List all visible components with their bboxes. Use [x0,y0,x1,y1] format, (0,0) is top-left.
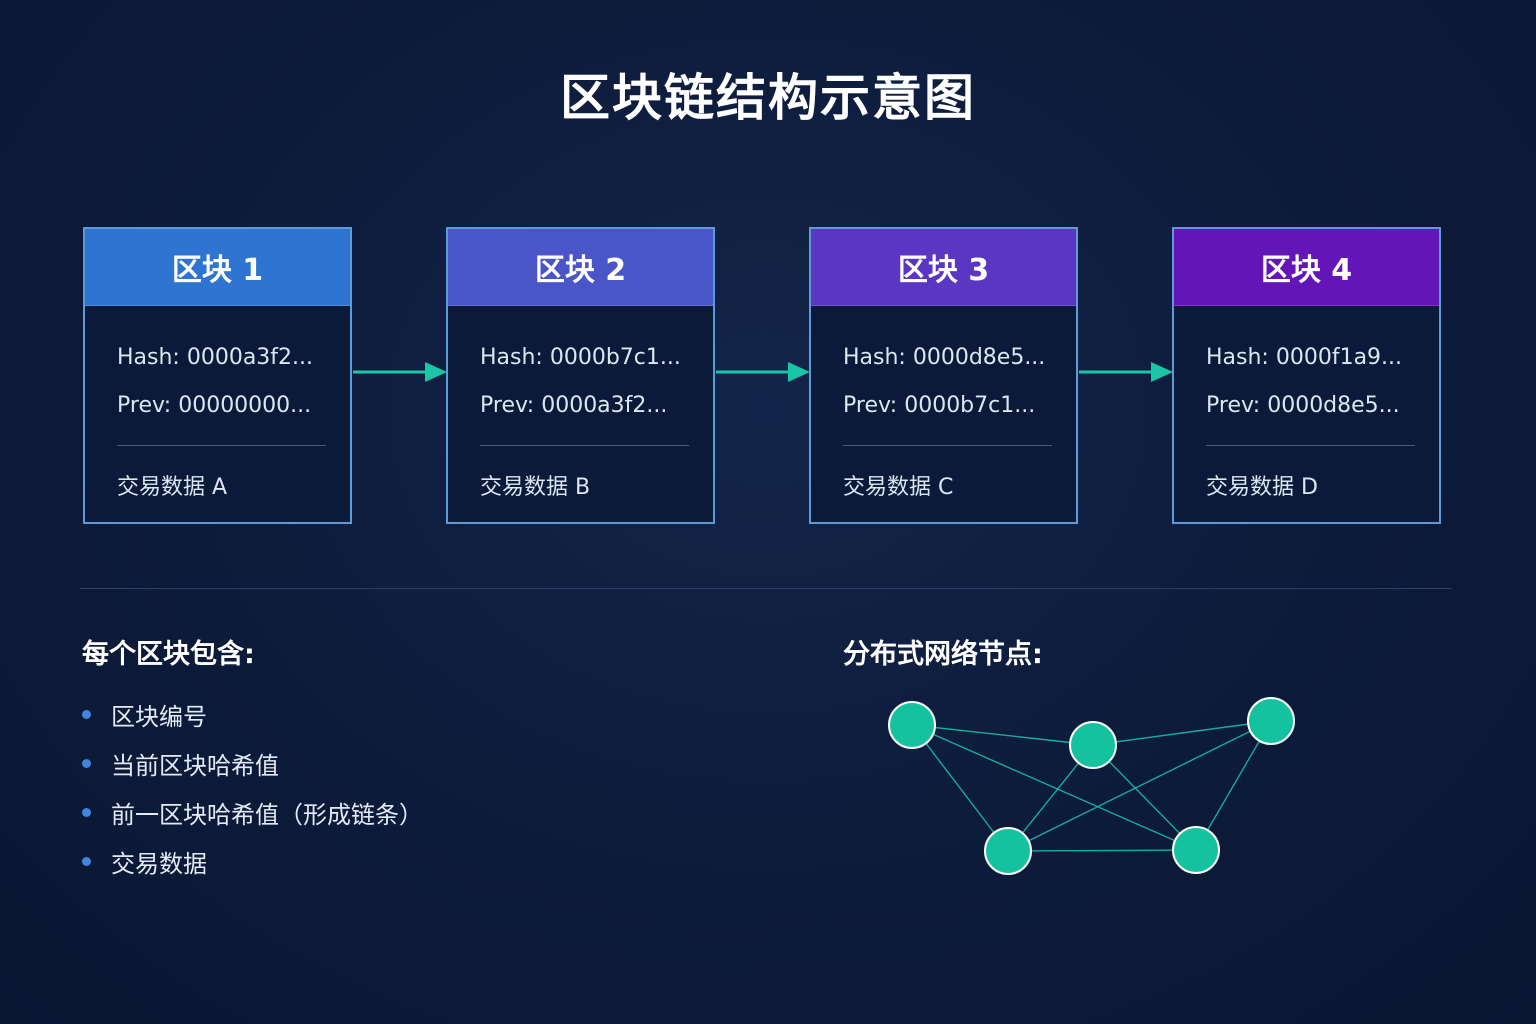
block-hash: Hash: 0000f1a9... [1206,345,1403,370]
block-prev-hash: Prev: 0000d8e5... [1206,393,1400,418]
block-prev-hash: Prev: 00000000... [117,393,312,418]
list-item-label: 当前区块哈希值 [111,752,279,780]
chain-arrow-1-2 [353,362,447,382]
block-1: 区块 1 Hash: 0000a3f2... Prev: 00000000...… [83,227,352,524]
block-transactions: 交易数据 B [480,475,591,500]
bullet-icon [82,857,91,866]
block-header: 区块 1 [85,229,350,306]
network-edge [911,724,1197,851]
network-graph [888,697,1295,875]
block-transactions: 交易数据 C [843,475,954,500]
list-item-label: 前一区块哈希值（形成链条） [111,801,423,829]
section-divider [80,588,1452,589]
block-hash: Hash: 0000d8e5... [843,345,1046,370]
bullet-icon [82,759,91,768]
block-3: 区块 3 Hash: 0000d8e5... Prev: 0000b7c1...… [809,227,1078,524]
network-edge [1092,720,1272,746]
list-item-label: 交易数据 [111,850,207,878]
block-2: 区块 2 Hash: 0000b7c1... Prev: 0000a3f2...… [446,227,715,524]
block-hash: Hash: 0000b7c1... [480,345,681,370]
block-divider [843,445,1052,446]
chain-arrow-2-3 [716,362,810,382]
block-divider [1206,445,1415,446]
network-heading: 分布式网络节点: [843,639,1043,670]
network-node [1069,721,1117,769]
network-node [1172,826,1220,874]
block-transactions: 交易数据 D [1206,475,1318,500]
page-title: 区块链结构示意图 [560,69,976,127]
bullet-icon [82,808,91,817]
features-heading: 每个区块包含: [82,639,255,670]
list-item: 交易数据 [82,837,423,886]
block-transactions: 交易数据 A [117,475,228,500]
list-item: 区块编号 [82,690,423,739]
network-edge [911,724,1009,852]
network-node [984,827,1032,875]
block-divider [117,445,326,446]
bullet-icon [82,710,91,719]
block-header: 区块 4 [1174,229,1439,306]
network-edge [1007,720,1272,852]
list-item-label: 区块编号 [111,703,207,731]
features-list: 区块编号 当前区块哈希值 前一区块哈希值（形成链条） 交易数据 [82,690,423,886]
network-edge [1092,744,1197,851]
block-header: 区块 3 [811,229,1076,306]
list-item: 前一区块哈希值（形成链条） [82,788,423,837]
network-node [888,701,936,749]
block-header: 区块 2 [448,229,713,306]
network-node [1247,697,1295,745]
network-edge [1007,849,1197,852]
block-divider [480,445,689,446]
list-item: 当前区块哈希值 [82,739,423,788]
network-edge [911,724,1094,746]
network-edge [1195,720,1272,851]
block-prev-hash: Prev: 0000a3f2... [480,393,668,418]
block-prev-hash: Prev: 0000b7c1... [843,393,1036,418]
chain-arrow-3-4 [1079,362,1173,382]
block-hash: Hash: 0000a3f2... [117,345,314,370]
block-4: 区块 4 Hash: 0000f1a9... Prev: 0000d8e5...… [1172,227,1441,524]
